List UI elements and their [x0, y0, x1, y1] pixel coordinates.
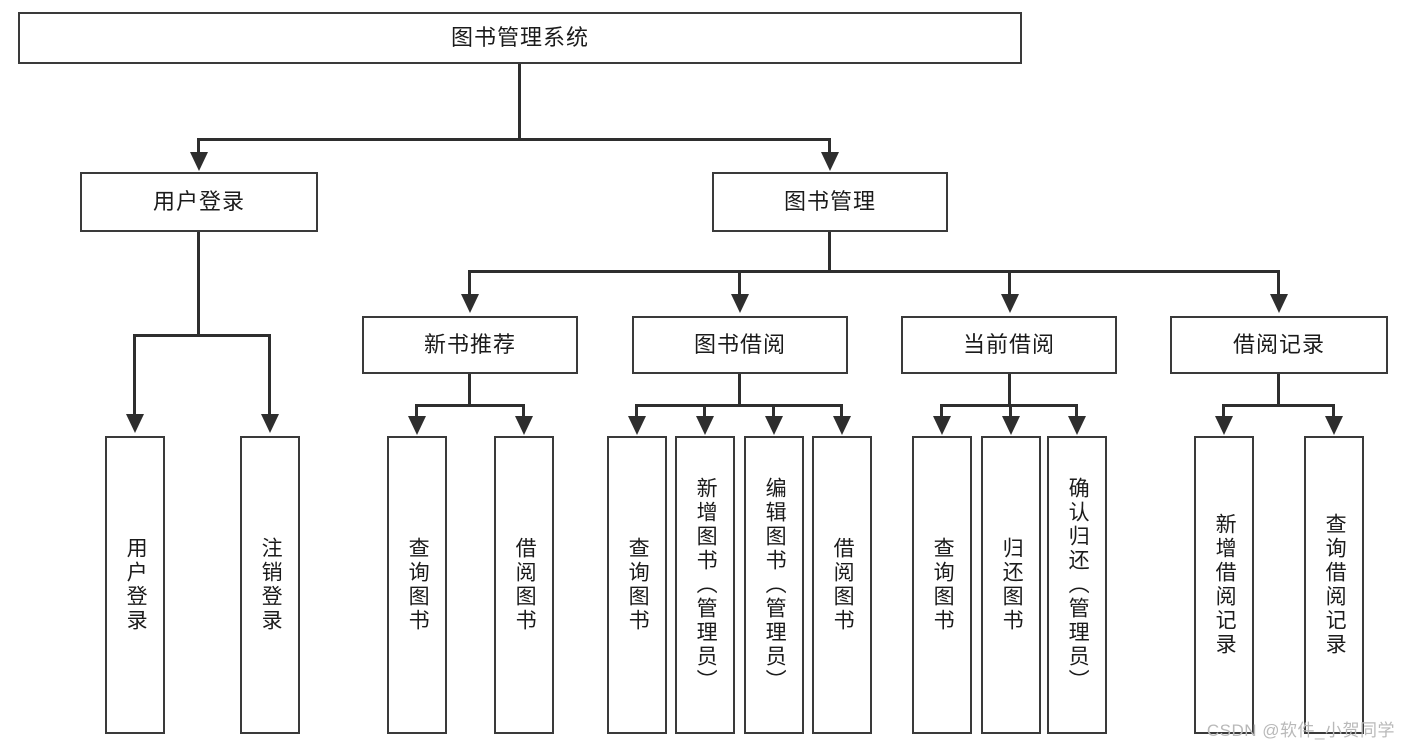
- leaf-label: 查询图书: [626, 537, 650, 633]
- arrow-current-borrow-to-leaf-2: [1068, 416, 1086, 435]
- node-label: 用户登录: [152, 188, 245, 214]
- node-label: 图书管理: [783, 188, 876, 214]
- arrow-borrow-record-to-leaf-0: [1215, 416, 1233, 435]
- leaf-user-login-1[interactable]: 注销登录: [240, 436, 300, 734]
- leaf-book-borrow-1[interactable]: 新增图书（管理员）: [675, 436, 735, 734]
- arrow-user-login-to-leaf-1: [261, 414, 279, 433]
- edge-book-borrow-stem: [738, 374, 741, 406]
- edge-book-manage-to-g3: [1277, 270, 1280, 298]
- edge-borrow-record-to-leaf-0: [1222, 404, 1225, 420]
- edge-book-manage-bus: [468, 270, 1280, 273]
- edge-new-book-to-leaf-1: [522, 404, 525, 420]
- arrow-borrow-record-to-leaf-1: [1325, 416, 1343, 435]
- leaf-book-borrow-3[interactable]: 借阅图书: [812, 436, 872, 734]
- arrow-new-book-to-leaf-0: [408, 416, 426, 435]
- edge-root-to-user-login: [197, 138, 200, 156]
- edge-book-borrow-to-leaf-3: [840, 404, 843, 420]
- edge-borrow-record-stem: [1277, 374, 1280, 406]
- leaf-label: 借阅图书: [513, 537, 537, 633]
- leaf-current-borrow-0[interactable]: 查询图书: [912, 436, 972, 734]
- edge-current-borrow-stem: [1008, 374, 1011, 406]
- leaf-current-borrow-2[interactable]: 确认归还（管理员）: [1047, 436, 1107, 734]
- arrow-book-borrow-to-leaf-1: [696, 416, 714, 435]
- node-label: 借阅记录: [1232, 331, 1325, 357]
- edge-current-borrow-to-leaf-2: [1075, 404, 1078, 420]
- edge-book-manage-stem: [828, 232, 831, 272]
- leaf-label: 用户登录: [124, 537, 148, 633]
- arrow-book-manage-to-g1: [731, 294, 749, 313]
- edge-new-book-bus: [415, 404, 525, 407]
- arrow-current-borrow-to-leaf-0: [933, 416, 951, 435]
- node-label: 图书借阅: [693, 331, 786, 357]
- leaf-new-book-recommend-1[interactable]: 借阅图书: [494, 436, 554, 734]
- node-label: 当前借阅: [962, 331, 1055, 357]
- leaf-new-book-recommend-0[interactable]: 查询图书: [387, 436, 447, 734]
- edge-book-borrow-bus: [635, 404, 843, 407]
- edge-root-to-book-manage: [828, 138, 831, 156]
- arrow-root-to-book-manage: [821, 152, 839, 171]
- edge-book-borrow-to-leaf-2: [772, 404, 775, 420]
- leaf-borrow-record-0[interactable]: 新增借阅记录: [1194, 436, 1254, 734]
- edge-borrow-record-to-leaf-1: [1332, 404, 1335, 420]
- node-book-manage[interactable]: 图书管理: [712, 172, 948, 232]
- leaf-label: 新增借阅记录: [1213, 513, 1237, 657]
- arrow-book-manage-to-g3: [1270, 294, 1288, 313]
- edge-book-borrow-to-leaf-0: [635, 404, 638, 420]
- node-root-system[interactable]: 图书管理系统: [18, 12, 1022, 64]
- leaf-label: 查询借阅记录: [1323, 513, 1347, 657]
- node-user-login[interactable]: 用户登录: [80, 172, 318, 232]
- edge-borrow-record-bus: [1222, 404, 1335, 407]
- edge-root-stem: [518, 64, 521, 140]
- leaf-label: 查询图书: [406, 537, 430, 633]
- leaf-borrow-record-1[interactable]: 查询借阅记录: [1304, 436, 1364, 734]
- edge-user-login-stem: [197, 232, 200, 336]
- edge-book-manage-to-g1: [738, 270, 741, 298]
- edge-book-manage-to-g0: [468, 270, 471, 298]
- edge-book-borrow-to-leaf-1: [703, 404, 706, 420]
- arrow-book-borrow-to-leaf-3: [833, 416, 851, 435]
- edge-new-book-to-leaf-0: [415, 404, 418, 420]
- node-current-borrow[interactable]: 当前借阅: [901, 316, 1117, 374]
- leaf-label: 借阅图书: [831, 537, 855, 633]
- edge-root-bus: [197, 138, 831, 141]
- leaf-label: 查询图书: [931, 537, 955, 633]
- leaf-user-login-0[interactable]: 用户登录: [105, 436, 165, 734]
- arrow-root-to-user-login: [190, 152, 208, 171]
- leaf-label: 注销登录: [259, 537, 283, 633]
- node-new-book-recommend[interactable]: 新书推荐: [362, 316, 578, 374]
- leaf-book-borrow-2[interactable]: 编辑图书（管理员）: [744, 436, 804, 734]
- node-label: 图书管理系统: [450, 24, 589, 50]
- leaf-label: 确认归还（管理员）: [1066, 477, 1090, 693]
- edge-user-login-to-leaf-0: [133, 334, 136, 418]
- leaf-current-borrow-1[interactable]: 归还图书: [981, 436, 1041, 734]
- edge-book-manage-to-g2: [1008, 270, 1011, 298]
- edge-current-borrow-to-leaf-1: [1009, 404, 1012, 420]
- arrow-user-login-to-leaf-0: [126, 414, 144, 433]
- node-book-borrow[interactable]: 图书借阅: [632, 316, 848, 374]
- edge-new-book-stem: [468, 374, 471, 406]
- arrow-current-borrow-to-leaf-1: [1002, 416, 1020, 435]
- edge-current-borrow-to-leaf-0: [940, 404, 943, 420]
- leaf-label: 归还图书: [1000, 537, 1024, 633]
- edge-user-login-to-leaf-1: [268, 334, 271, 418]
- node-borrow-record[interactable]: 借阅记录: [1170, 316, 1388, 374]
- leaf-label: 新增图书（管理员）: [694, 477, 718, 693]
- leaf-label: 编辑图书（管理员）: [763, 477, 787, 693]
- arrow-book-manage-to-g0: [461, 294, 479, 313]
- arrow-book-manage-to-g2: [1001, 294, 1019, 313]
- arrow-book-borrow-to-leaf-0: [628, 416, 646, 435]
- arrow-book-borrow-to-leaf-2: [765, 416, 783, 435]
- leaf-book-borrow-0[interactable]: 查询图书: [607, 436, 667, 734]
- edge-user-login-bus: [133, 334, 271, 337]
- node-label: 新书推荐: [423, 331, 516, 357]
- arrow-new-book-to-leaf-1: [515, 416, 533, 435]
